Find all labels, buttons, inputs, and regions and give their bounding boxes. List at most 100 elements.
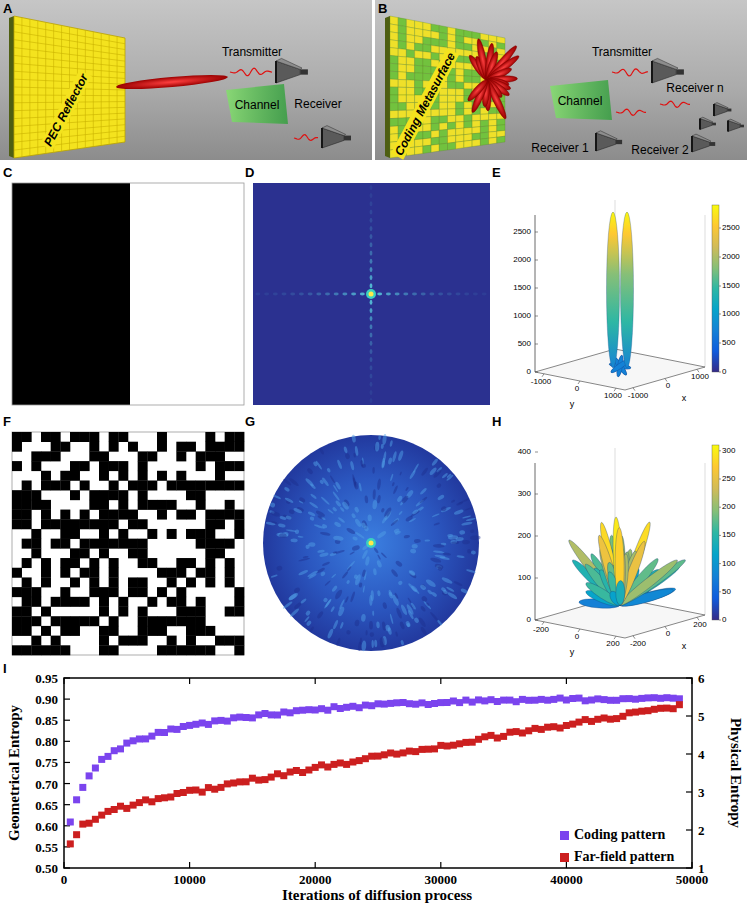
coding-cell [196,490,206,500]
axis-tick [614,388,616,391]
coding-cell [167,616,177,626]
data-point [601,696,608,703]
farfield-dot [370,390,373,395]
coding-cell [448,89,456,96]
coding-cell [480,120,488,127]
farfield-dot [386,293,391,296]
farfield-dot [370,308,373,313]
coding-cell [423,44,431,52]
coding-cell [147,480,157,490]
data-point [117,745,124,752]
coding-cell [12,510,22,520]
coding-cell [89,587,99,597]
farfield-speckle [308,542,315,547]
farfield-speckle [382,621,387,631]
farfield-dot [464,293,469,296]
data-point [167,794,174,801]
coding-cell [109,558,119,568]
tick-label: 100 [518,574,531,582]
coding-cell [464,69,472,76]
coding-cell [176,510,186,520]
horn-aperture [275,61,277,83]
tick-label: 1500 [513,284,531,292]
coding-cell [205,539,215,549]
data-point [569,695,576,702]
farfield-peak [369,541,374,546]
data-point [488,732,495,739]
farfield-speckle [271,574,278,578]
coding-cell [70,529,80,539]
farfield-speckle [347,566,352,572]
coding-cell [423,145,431,153]
coding-cell [80,597,90,607]
coding-cell [147,451,157,461]
coding-cell [431,52,439,60]
farfield-dot [325,293,330,296]
axis-tick [697,369,699,372]
farfield-speckle [333,535,344,541]
data-point [312,764,319,771]
data-point [557,695,564,702]
coding-cell [70,548,80,558]
coding-cell [423,124,431,132]
horn-top [700,117,713,123]
farfield-speckle [372,610,374,616]
farfield-speckle [293,587,301,594]
data-point [588,697,595,704]
coding-cell [60,471,70,481]
coding-cell [99,500,109,510]
data-point [406,700,413,707]
horn-feed [300,69,308,74]
farfield-speckle [394,592,399,599]
coding-cell [225,480,235,490]
coding-cell [109,645,119,655]
horn-antenna [728,119,744,131]
data-point [280,709,287,716]
data-point [437,742,444,749]
horn-top [692,134,711,142]
coding-cell [234,529,244,539]
coding-cell [89,519,99,529]
coding-cell [89,539,99,549]
coding-cell [31,539,41,549]
farfield-speckle [470,529,475,533]
data-point [469,739,476,746]
coding-cell [398,41,406,50]
chart-frame [64,678,692,868]
coding-cell [398,64,406,72]
data-point [249,714,256,721]
farfield-speckle [376,530,387,540]
tick-label: 2000 [722,253,740,261]
coding-cell [109,432,119,442]
axis-tick [535,536,538,537]
data-point [67,840,74,847]
data-point [67,819,74,826]
coding-cell [390,55,398,64]
data-point [645,707,652,714]
data-point [130,737,137,744]
data-point [626,695,633,702]
farfield-speckle [461,521,473,526]
farfield-speckle [419,584,427,591]
coding-cell [99,607,109,617]
data-point [481,733,488,740]
coding-cell [406,57,414,65]
coding-cell [118,636,128,646]
farfield-speckle [433,522,440,526]
data-point [218,717,225,724]
colorbar-tick [719,507,721,508]
tick-label: 50 [722,588,731,596]
coding-cell [225,461,235,471]
data-point [161,729,168,736]
data-point [105,808,112,815]
farfield-speckle [372,467,375,474]
panel-letter: B [378,2,387,15]
tick-label: 200 [693,621,706,629]
channel-cone [226,84,288,124]
coding-cell [60,558,70,568]
data-point [111,806,118,813]
coding-cell [60,587,70,597]
coding-cell [234,480,244,490]
data-point [349,759,356,766]
